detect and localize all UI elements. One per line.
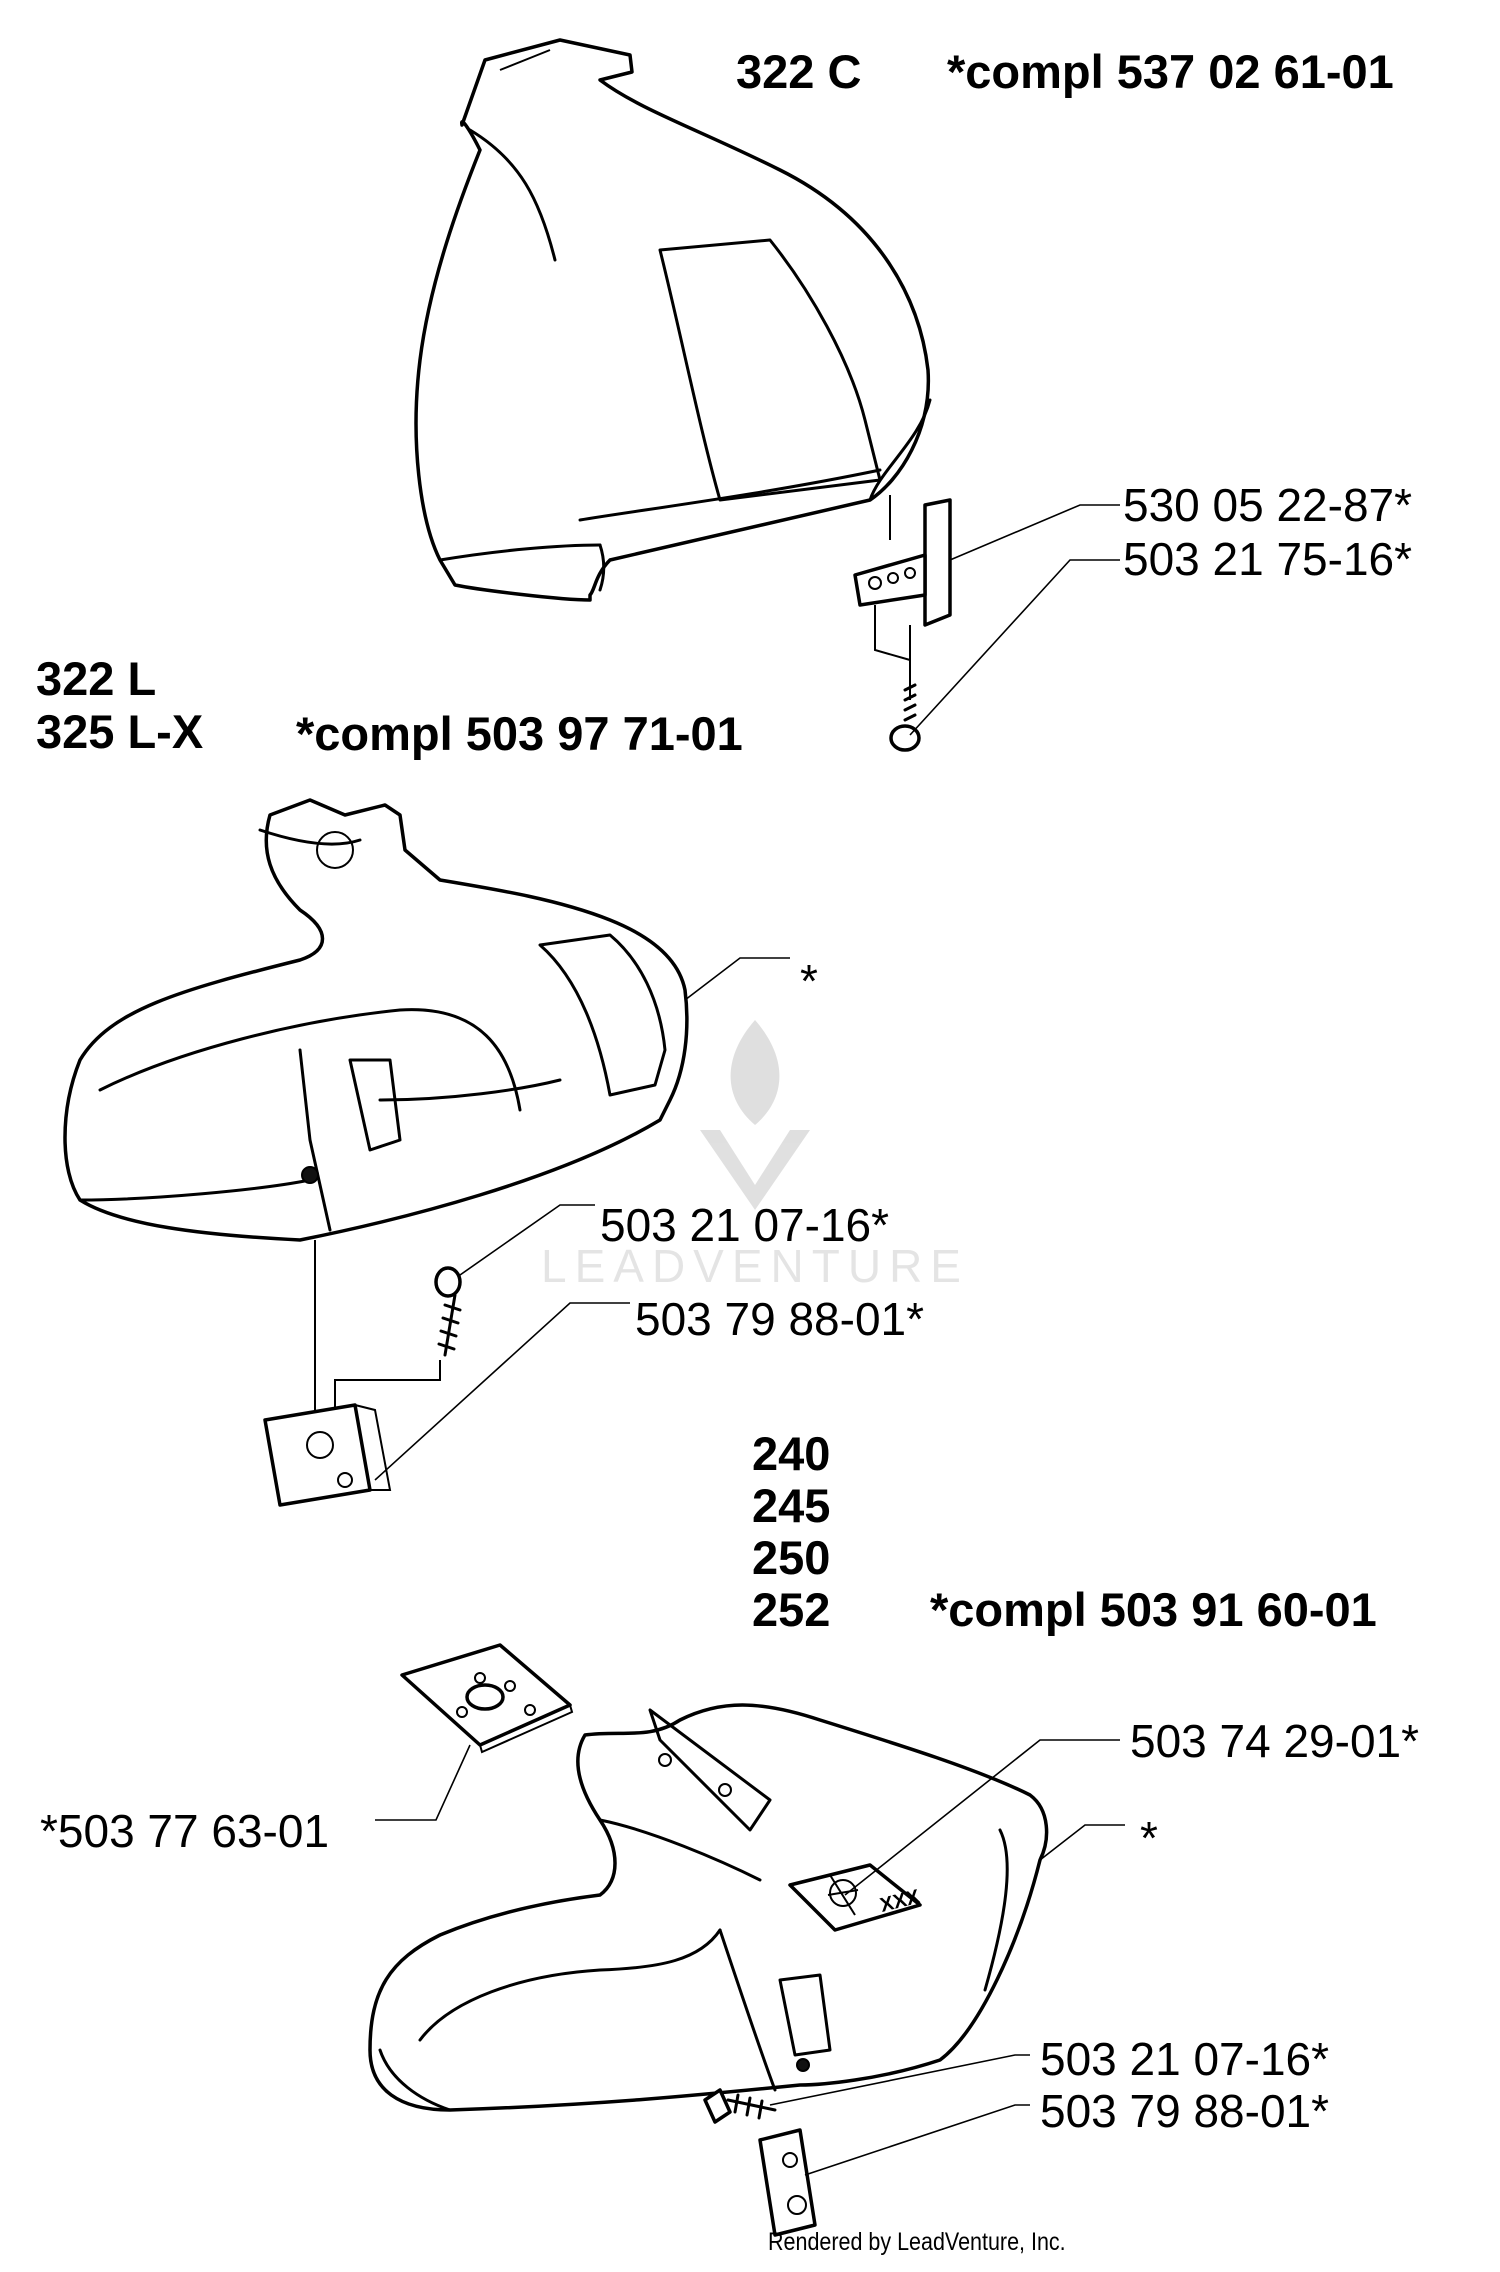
compl-number-322l: *compl 503 97 71-01 xyxy=(296,707,743,760)
watermark-logo-icon xyxy=(700,1020,810,1210)
model-240: 240 xyxy=(752,1427,831,1480)
bracket-322c xyxy=(853,495,952,662)
model-325lx: 325 L-X xyxy=(36,705,204,758)
model-322l: 322 L xyxy=(36,652,157,705)
part-number-503-21-07-16-b: 503 21 07-16* xyxy=(1040,2033,1330,2085)
model-252: 252 xyxy=(752,1583,831,1636)
guard-322c xyxy=(414,38,932,602)
part-number-503-21-07-16-a: 503 21 07-16* xyxy=(600,1199,890,1251)
model-250: 250 xyxy=(752,1531,831,1584)
part-number-503-21-75-16: 503 21 75-16* xyxy=(1123,533,1413,585)
screw-240 xyxy=(703,2088,777,2124)
part-number-503-79-88-01-b: 503 79 88-01* xyxy=(1040,2085,1330,2137)
model-322c: 322 C xyxy=(736,45,862,98)
mounting-plate xyxy=(400,1643,574,1754)
guard-322l xyxy=(63,798,689,1242)
nut-240 xyxy=(758,2128,817,2237)
footer-credit: Rendered by LeadVenture, Inc. xyxy=(768,2228,1066,2256)
guard-asterisk-322l: * xyxy=(800,955,818,1007)
compl-number-240: *compl 503 91 60-01 xyxy=(930,1583,1377,1636)
watermark-text: LEADVENTURE xyxy=(541,1240,969,1292)
part-number-503-74-29-01: 503 74 29-01* xyxy=(1130,1715,1420,1767)
part-number-530-05-22-87: 530 05 22-87* xyxy=(1123,479,1413,531)
guard-asterisk-240: * xyxy=(1140,1812,1158,1864)
compl-number-322c: *compl 537 02 61-01 xyxy=(947,45,1394,98)
model-245: 245 xyxy=(752,1479,831,1532)
part-number-503-77-63-01: *503 77 63-01 xyxy=(40,1805,330,1857)
nut-322l xyxy=(263,1240,441,1507)
screw-322l xyxy=(434,1266,462,1357)
guard-240 xyxy=(368,1703,1049,2112)
decal: XXX xyxy=(788,1863,923,1932)
part-number-503-79-88-01-a: 503 79 88-01* xyxy=(635,1293,925,1345)
screw-322c xyxy=(889,655,921,752)
